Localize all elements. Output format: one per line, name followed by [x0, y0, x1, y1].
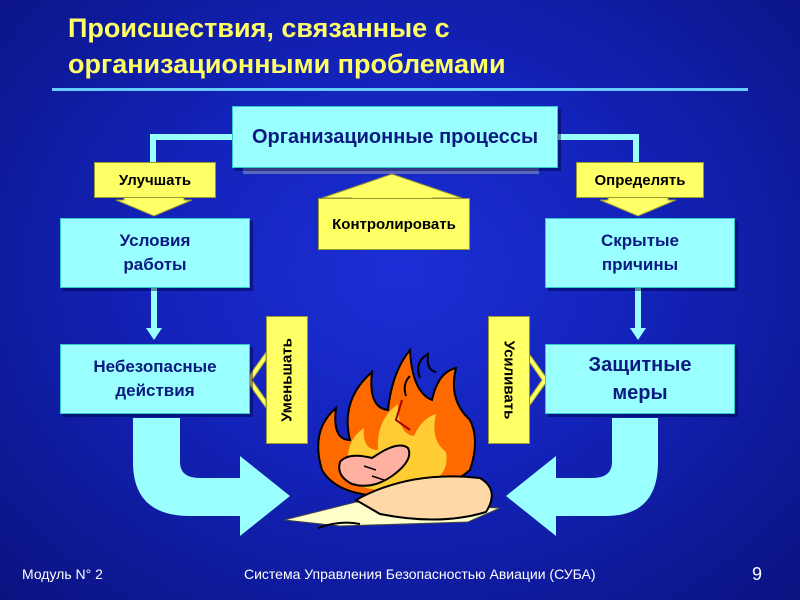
improve-arrow-head — [115, 195, 193, 217]
footer-system-name: Система Управления Безопасностью Авиации… — [244, 566, 596, 582]
right-vertical-arrowhead — [630, 328, 646, 340]
label-strengthen: Усиливать — [488, 316, 530, 444]
top-box-shadow — [243, 166, 539, 174]
label-reduce-text: Уменьшать — [278, 338, 296, 422]
label-improve: Улучшать — [94, 162, 216, 198]
footer-module: Модуль N° 2 — [22, 566, 103, 582]
box-unsafe-actions: Небезопасные действия — [60, 344, 250, 414]
connector-right — [556, 134, 639, 162]
footer-page-number: 9 — [752, 564, 763, 584]
label-improve-text: Улучшать — [118, 171, 192, 189]
box-work-conditions-label: Условия работы — [119, 231, 191, 274]
label-control-text: Контролировать — [332, 215, 456, 233]
label-control: Контролировать — [318, 198, 470, 250]
left-curved-arrow — [133, 418, 290, 536]
box-organizational-processes: Организационные процессы — [232, 106, 558, 168]
title-underline — [52, 88, 748, 91]
box-hidden-causes-label: Скрытые причины — [601, 231, 679, 274]
label-determine: Определять — [576, 162, 704, 198]
slide-title: Происшествия, связанные с организационны… — [68, 13, 506, 79]
label-determine-text: Определять — [594, 171, 686, 189]
box-unsafe-actions-label: Небезопасные действия — [93, 357, 217, 400]
right-curved-arrow — [506, 418, 658, 536]
box-work-conditions: Условия работы — [60, 218, 250, 288]
connector-left — [150, 134, 232, 162]
burning-plane-illustration — [283, 347, 501, 529]
label-strengthen-text: Усиливать — [500, 340, 518, 420]
box-protective-measures: Защитные меры — [545, 344, 735, 414]
box-organizational-processes-label: Организационные процессы — [251, 125, 539, 148]
label-reduce: Уменьшать — [266, 316, 308, 444]
box-protective-measures-label: Защитные меры — [588, 354, 692, 404]
left-vertical-arrowhead — [146, 328, 162, 340]
determine-arrow-head — [599, 195, 677, 217]
box-hidden-causes: Скрытые причины — [545, 218, 735, 288]
